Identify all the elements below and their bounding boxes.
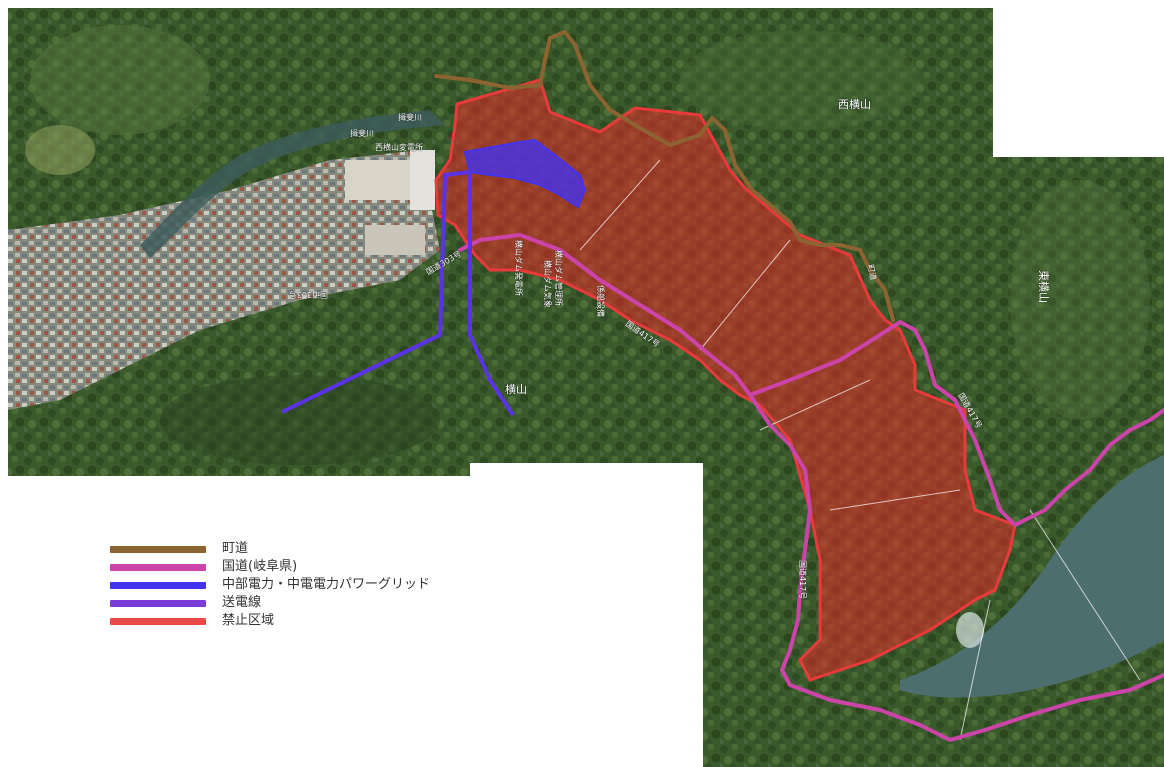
legend-swatch-chubu-electric <box>110 581 206 589</box>
legend-label: 送電線 <box>222 595 262 610</box>
label-yokoyama: 横山 <box>505 382 527 396</box>
legend-label: 禁止区域 <box>222 613 275 628</box>
label-route-303-2: 国道303号 <box>289 290 328 300</box>
label-dam-office: 横山ダム管理所 <box>554 250 564 306</box>
legend-label: 国道(岐阜県) <box>222 559 298 574</box>
legend-item: 国道(岐阜県) <box>110 558 530 576</box>
label-power-station: 横山ダム発電所 <box>514 240 524 296</box>
label-substation: 西横山変電所 <box>375 142 423 152</box>
legend-label: 町道 <box>222 541 249 556</box>
legend-swatch-town-road <box>110 545 206 553</box>
label-ibi-river-2: 揖斐川 <box>398 112 422 122</box>
label-ibi-river-1: 揖斐川 <box>350 128 374 138</box>
label-boat-facility: 係船設備 <box>596 285 606 317</box>
label-route-417-2: 国道417号 <box>798 560 808 599</box>
legend-swatch-national-road <box>110 563 206 571</box>
town-road[interactable] <box>434 30 895 322</box>
legend-label: 中部電力・中電電力パワーグリッド <box>222 577 431 592</box>
boundary-lines <box>579 159 1141 741</box>
label-town-road: 町道 <box>866 264 879 281</box>
power-line-south[interactable] <box>468 172 515 417</box>
label-east-yokoyama: 東横山 <box>1037 270 1051 303</box>
legend-item: 禁止区域 <box>110 612 530 630</box>
legend-item: 送電線 <box>110 594 530 612</box>
chubu-electric-facility[interactable] <box>463 138 587 209</box>
map-legend: 町道 国道(岐阜県) 中部電力・中電電力パワーグリッド 送電線 禁止区域 <box>110 540 530 630</box>
label-weather: 横山ダム気象 <box>543 260 553 308</box>
national-road-417[interactable] <box>458 233 1164 742</box>
label-west-yokoyama: 西横山 <box>838 97 871 111</box>
power-line-west[interactable] <box>281 170 471 414</box>
national-road-303[interactable] <box>748 320 1164 527</box>
legend-item: 中部電力・中電電力パワーグリッド <box>110 576 530 594</box>
legend-item: 町道 <box>110 540 530 558</box>
aerial-photo <box>8 8 1164 767</box>
legend-swatch-restricted-area <box>110 617 206 625</box>
legend-swatch-power-line <box>110 599 206 607</box>
